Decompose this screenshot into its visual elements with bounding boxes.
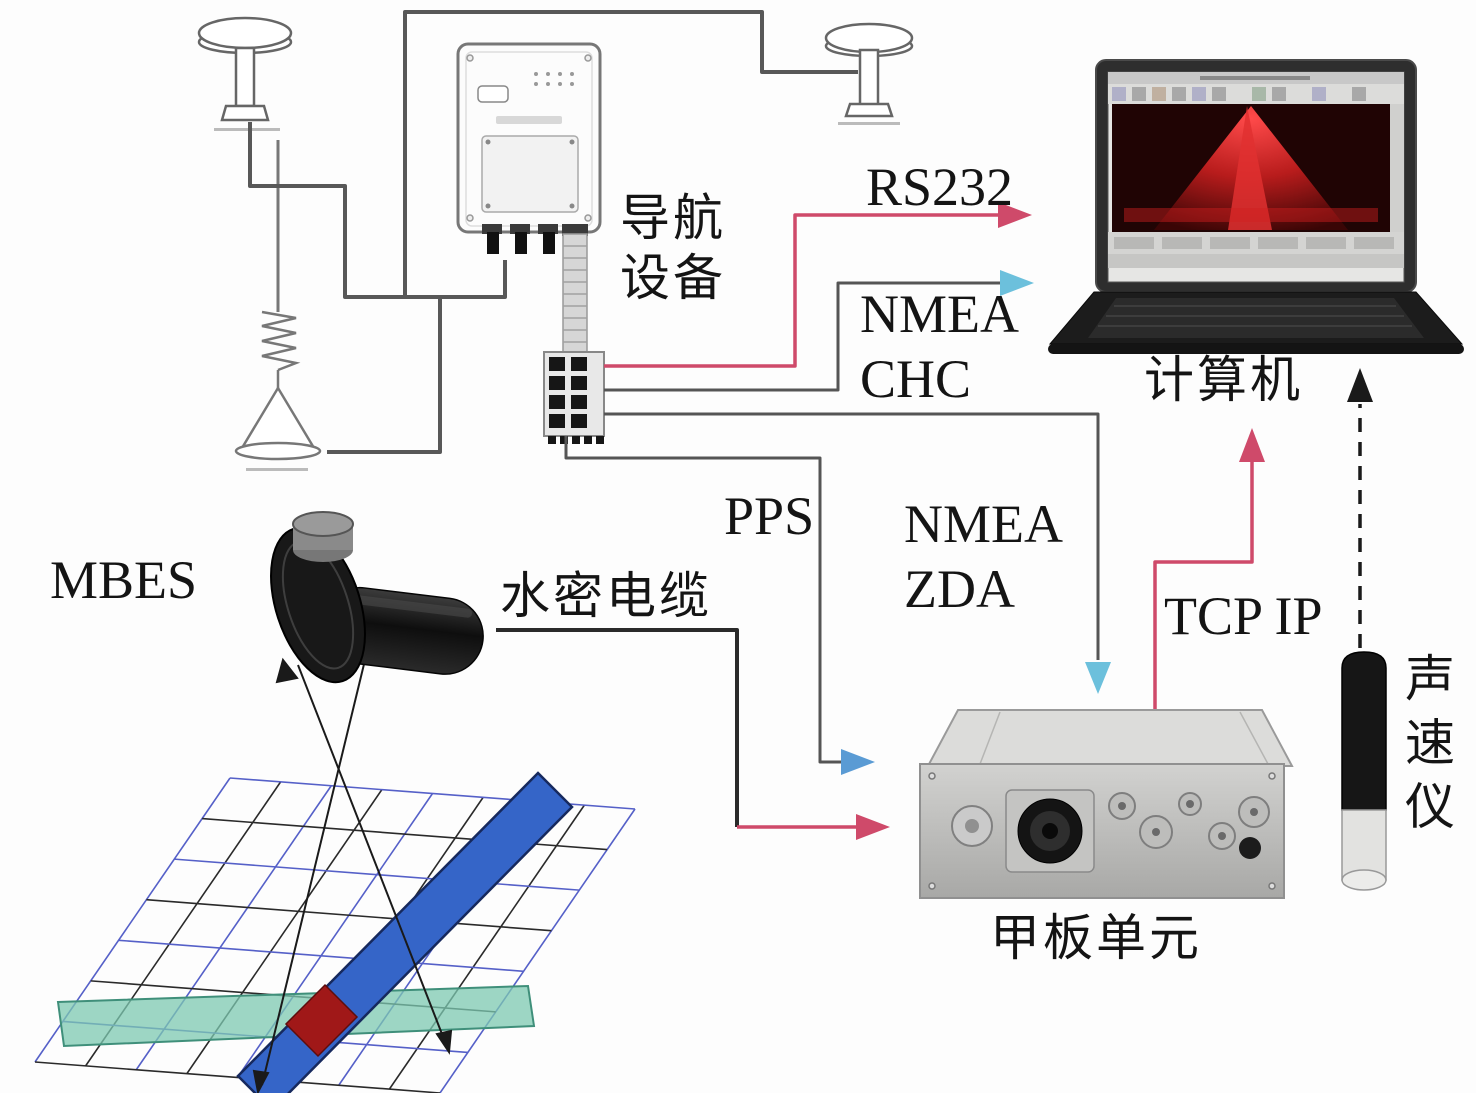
- toolbar-buttons: [1112, 87, 1366, 101]
- beam-arrow-down-left: [252, 1069, 270, 1093]
- receiver-connectors: [482, 224, 588, 254]
- label-pps: PPS: [724, 486, 815, 546]
- antenna-caption: [246, 468, 308, 471]
- wire-uhf: [327, 297, 442, 454]
- label-sound-velocity-profiler: 声速仪: [1398, 652, 1454, 844]
- seafloor-grid: [35, 773, 635, 1093]
- wire-antenna1: [248, 122, 507, 299]
- pps-arrow: [841, 749, 875, 775]
- gnss-receiver-box: [456, 42, 602, 254]
- rs232-arrow: [998, 202, 1032, 228]
- wire-antenna2: [403, 10, 858, 297]
- line-tcp-ip: [1153, 462, 1254, 712]
- line-pps: [564, 436, 842, 764]
- antenna-caption: [838, 122, 900, 125]
- label-nmea-chc: NMEA CHC: [860, 284, 1019, 409]
- deck-small-connector: [1239, 837, 1261, 859]
- svp-arrow: [1347, 368, 1373, 402]
- cable-arrow: [856, 814, 890, 840]
- label-nmea-zda: NMEA ZDA: [904, 494, 1063, 619]
- antenna-caption: [214, 128, 280, 131]
- beam-arrow-down-right: [435, 1029, 453, 1055]
- label-mbes: MBES: [50, 550, 198, 610]
- beam-arrow-up: [275, 657, 299, 684]
- antenna-wires: [248, 10, 858, 454]
- survey-swath: [236, 771, 574, 1093]
- label-computer: 计算机: [1144, 352, 1303, 408]
- sonar-screen-image: [1112, 104, 1390, 232]
- sound-velocity-profiler: [1341, 651, 1387, 891]
- laptop: [1048, 59, 1464, 354]
- receiver-label-bar: [496, 116, 562, 124]
- line-nmea-chc: [604, 281, 1000, 392]
- gnss-antenna-2: [824, 22, 914, 125]
- label-nav-device: 导航 设备: [620, 190, 726, 306]
- mbes-transducer: [270, 511, 484, 684]
- gnss-antenna-1: [197, 16, 293, 131]
- uhf-antenna: [234, 140, 322, 471]
- label-deck-unit: 甲板单元: [990, 910, 1202, 966]
- beam-lines: [252, 657, 453, 1093]
- line-nmea-zda: [604, 412, 1100, 660]
- label-tcp-ip: TCP IP: [1164, 586, 1323, 646]
- tcp-ip-arrow: [1239, 428, 1265, 462]
- line-watertight-cable: [496, 628, 739, 827]
- cable-breakout: [543, 233, 605, 444]
- detected-target: [284, 983, 359, 1058]
- label-watertight-cable: 水密电缆: [500, 568, 712, 624]
- deck-unit: [919, 709, 1294, 899]
- signal-lines: [496, 202, 1373, 840]
- nmea-zda-arrow: [1085, 662, 1111, 694]
- line-rs232: [604, 213, 1000, 368]
- nmea-chc-arrow: [1000, 270, 1034, 296]
- label-rs232: RS232: [866, 157, 1014, 217]
- status-widgets: [1114, 237, 1394, 249]
